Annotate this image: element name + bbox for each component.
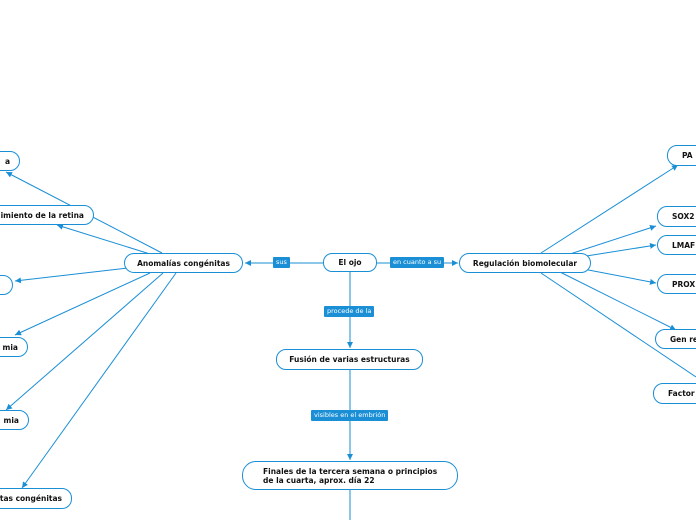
node-right-4[interactable]: PROX	[657, 274, 696, 294]
edge-anom-left4	[14, 272, 151, 336]
node-left-4[interactable]: mia	[0, 337, 28, 357]
node-right-3[interactable]: LMAF	[657, 235, 696, 255]
node-finales-tercera-semana[interactable]: Finales de la tercera semana o principio…	[242, 461, 458, 490]
edge-reg-right1	[540, 164, 679, 254]
node-anomalias-congenitas[interactable]: Anomalías congénitas	[124, 253, 243, 273]
edge-reg-right3	[579, 242, 657, 258]
node-left-2[interactable]: imiento de la retina	[0, 205, 94, 225]
edge-anom-left6	[21, 272, 177, 489]
edge-reg-right2	[569, 225, 657, 255]
edge-anom-left3	[14, 267, 129, 284]
node-regulacion-biomolecular[interactable]: Regulación biomolecular	[459, 253, 591, 273]
node-right-2[interactable]: SOX2	[657, 206, 696, 227]
node-left-5[interactable]: mia	[0, 410, 29, 430]
node-el-ojo[interactable]: El ojo	[323, 253, 377, 272]
edge-label-visibles-en-el-embrion: visibles en el embrión	[311, 410, 389, 421]
edge-anom-left5	[5, 272, 164, 411]
edge-reg-right4	[577, 267, 657, 285]
edge-label-sus: sus	[273, 257, 290, 268]
edge-label-en-cuanto-a-su: en cuanto a su	[390, 257, 445, 268]
node-right-1[interactable]: PA	[667, 145, 696, 166]
edge-label-procede-de-la: procede de la	[324, 306, 375, 317]
edge-anom-left2	[56, 223, 151, 255]
edge-reg-right6	[540, 272, 696, 378]
edge-reg-right5	[559, 271, 677, 331]
node-fusion-estructuras[interactable]: Fusión de varias estructuras	[276, 349, 423, 370]
node-right-5[interactable]: Gen re	[655, 329, 696, 349]
node-left-1[interactable]: a	[0, 151, 20, 171]
node-left-6[interactable]: tas congénitas	[0, 488, 72, 509]
node-right-6[interactable]: Factor	[653, 383, 696, 404]
